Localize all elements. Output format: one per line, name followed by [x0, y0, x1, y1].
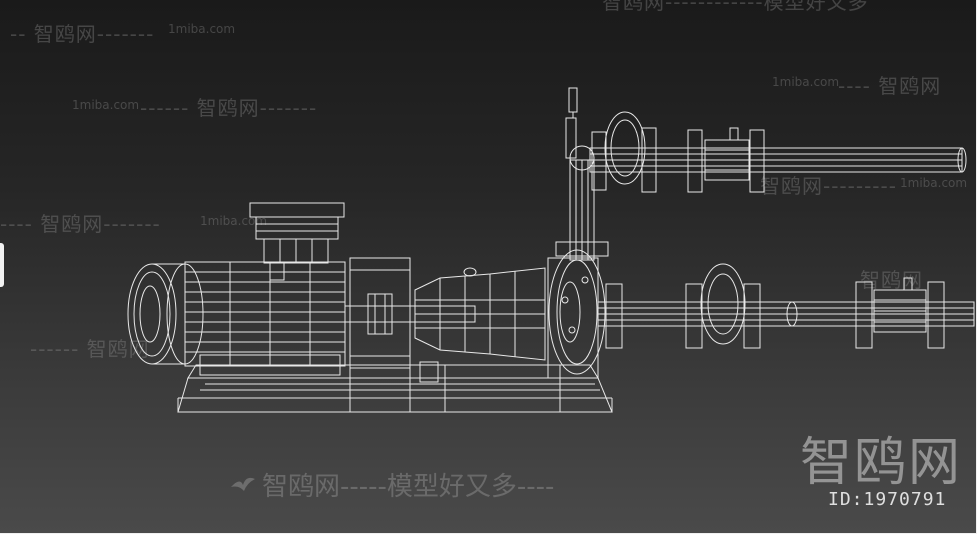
upper-pipe	[589, 111, 967, 193]
watermark-logo: 智鸥网	[800, 433, 963, 493]
base-skid	[177, 364, 613, 413]
watermark-site-1: 1miba.com	[168, 22, 236, 36]
watermark-brand-4: ---- 智鸥网	[838, 74, 942, 98]
lower-pipe	[597, 263, 975, 349]
watermark-site-4: 1miba.com	[772, 75, 840, 89]
watermark-top: 智鸥网------------模型好又多	[602, 0, 869, 14]
side-panel-handle[interactable]	[0, 243, 4, 287]
watermark-site-5: 1miba.com	[900, 176, 968, 190]
watermark-site-2: 1miba.com	[72, 98, 140, 112]
motor	[127, 261, 346, 376]
vertical-pipe	[555, 87, 609, 261]
terminal-box	[249, 202, 345, 281]
seagull-logo-icon	[231, 477, 255, 491]
pump-volute	[547, 249, 606, 379]
coupling	[344, 257, 476, 369]
watermark-brand-1: -- 智鸥网-------	[10, 22, 155, 46]
bearing-housing	[414, 267, 546, 383]
watermark-brand-2: ------ 智鸥网-------	[140, 96, 318, 120]
model-id-label: ID:1970791	[828, 489, 947, 510]
watermark-brand-3: ---- 智鸥网-------	[0, 212, 161, 236]
watermark-brand-5: 智鸥网---------	[760, 174, 897, 198]
watermark-slogan: 智鸥网-----模型好又多----	[228, 466, 554, 503]
